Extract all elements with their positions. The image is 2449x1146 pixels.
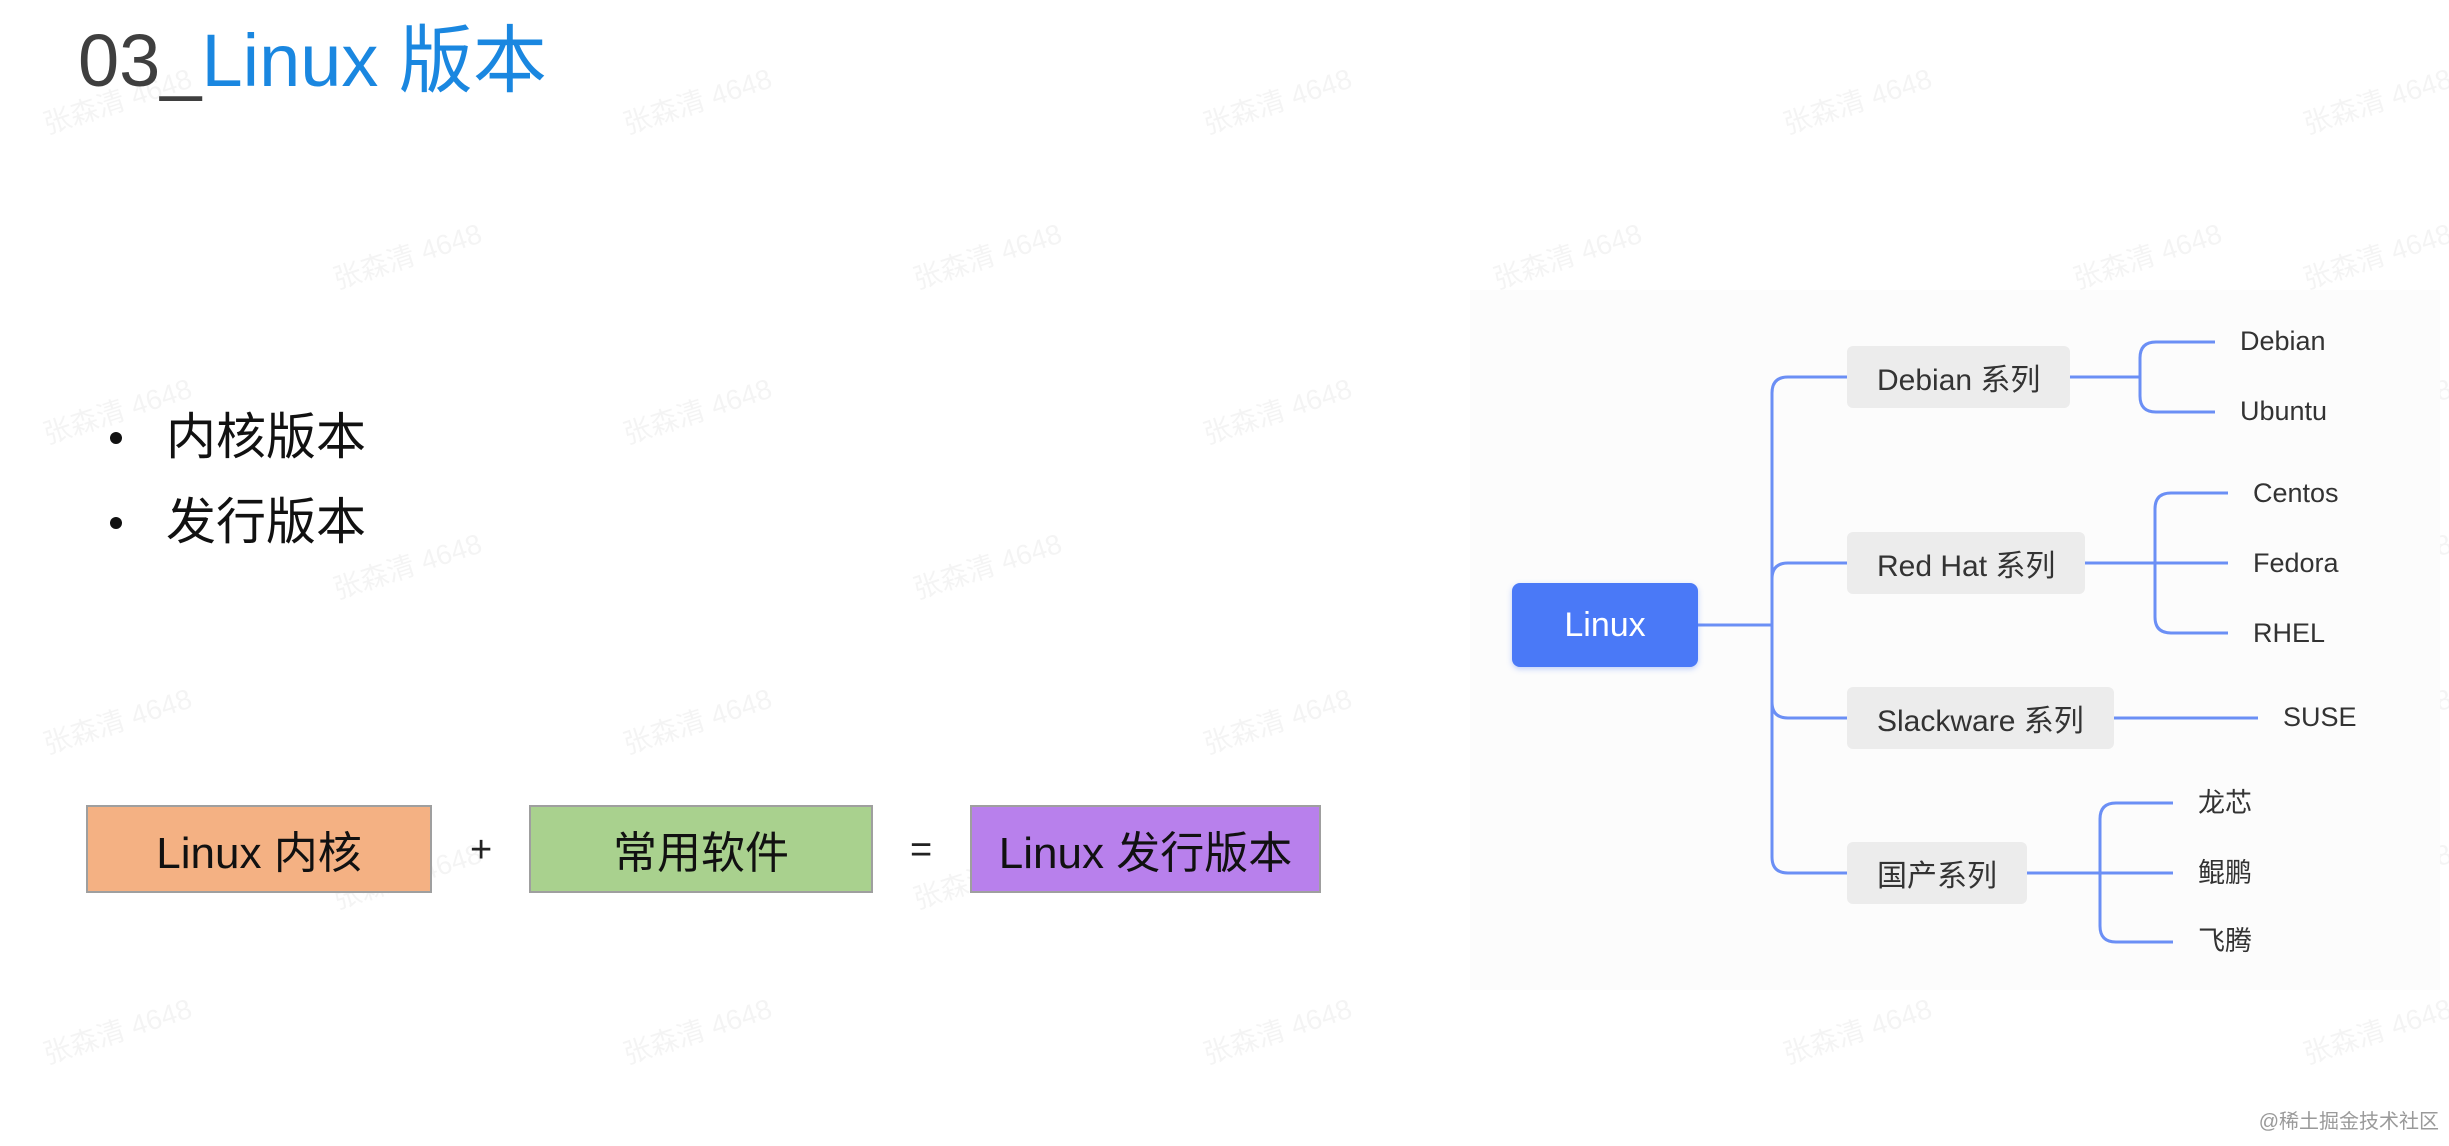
software-box: 常用软件 [529,805,873,893]
mindmap-root-node: Linux [1512,583,1698,667]
watermark-text: 张森清 4648 [38,987,197,1073]
watermark-text: 张森清 4648 [2298,987,2449,1073]
watermark-text: 张森清 4648 [1198,677,1357,763]
mindmap-category-domestic: 国产系列 [1847,842,2027,904]
watermark-text: 张森清 4648 [1198,987,1357,1073]
bullet-list: 内核版本 发行版本 [100,395,366,565]
bullet-dot-icon [110,432,122,444]
mindmap-leaf: Centos [2253,478,2339,508]
watermark-text: 张森清 4648 [618,987,777,1073]
watermark-text: 张森清 4648 [618,57,777,143]
title-number: 03_ [78,19,202,102]
watermark-text: 张森清 4648 [328,212,487,298]
mindmap-category-slackware: Slackware 系列 [1847,687,2114,749]
mindmap-category-redhat: Red Hat 系列 [1847,532,2086,594]
mindmap-leaf: 鲲鹏 [2198,858,2252,888]
plus-sign: + [470,829,493,871]
distribution-box: Linux 发行版本 [970,805,1321,893]
page-title: 03_Linux 版本 [78,14,547,108]
watermark-text: 张森清 4648 [1778,987,1937,1073]
watermark-text: 张森清 4648 [618,677,777,763]
bullet-dot-icon [110,517,122,529]
mindmap-leaf: Debian [2240,326,2326,356]
mindmap-category-debian: Debian 系列 [1847,346,2071,408]
watermark-text: 张森清 4648 [38,677,197,763]
mindmap-leaf: 龙芯 [2198,788,2252,818]
watermark-text: 张森清 4648 [2298,57,2449,143]
watermark-text: 张森清 4648 [908,522,1067,608]
title-text: Linux 版本 [201,19,547,102]
equals-sign: = [910,829,933,871]
mindmap-leaf: RHEL [2253,618,2326,648]
mindmap-leaf: SUSE [2283,702,2357,732]
watermark-text: 张森清 4648 [908,212,1067,298]
bullet-item: 发行版本 [100,480,366,565]
mindmap-leaf: Fedora [2253,548,2339,578]
watermark-text: 张森清 4648 [2298,212,2449,298]
kernel-box: Linux 内核 [86,805,432,893]
watermark-text: 张森清 4648 [1198,57,1357,143]
mindmap-leaf: Ubuntu [2240,396,2328,426]
bullet-label: 内核版本 [166,409,366,465]
footer-watermark: @稀土掘金技术社区 [2258,1111,2439,1133]
watermark-text: 张森清 4648 [618,367,777,453]
mindmap-leaf: 飞腾 [2198,926,2252,956]
bullet-label: 发行版本 [166,494,366,550]
watermark-text: 张森清 4648 [1488,212,1647,298]
watermark-text: 张森清 4648 [1198,367,1357,453]
watermark-text: 张森清 4648 [1778,57,1937,143]
bullet-item: 内核版本 [100,395,366,480]
watermark-text: 张森清 4648 [2068,212,2227,298]
